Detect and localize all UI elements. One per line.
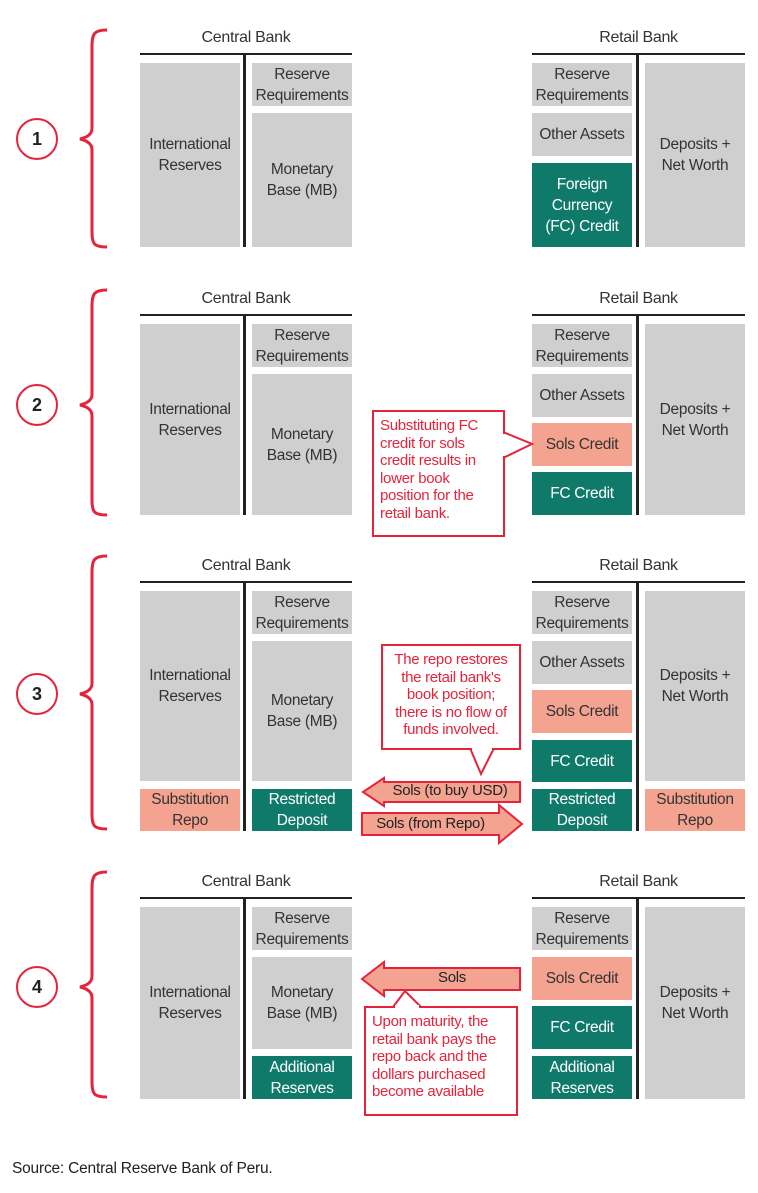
bracket-2 [79,288,108,517]
cb-reserve-requirements: Reserve Requirements [252,591,352,634]
other-assets: Other Assets [532,641,632,684]
other-assets: Other Assets [532,374,632,417]
central-bank-rule [140,53,352,55]
central-bank-rule [140,581,352,583]
bracket-4 [79,870,108,1099]
retail-bank-divider [636,581,639,831]
retail-bank-header: Retail Bank [599,557,678,574]
step-number-2: 2 [16,384,58,426]
central-bank-divider [243,897,246,1099]
restricted-deposit: Restricted Deposit [532,789,632,831]
monetary-base: Monetary Base (MB) [252,374,352,515]
additional-reserves: Additional Reserves [252,1056,352,1099]
deposits-net-worth: Deposits + Net Worth [645,591,745,781]
substitution-repo: Substitution Repo [140,789,240,831]
callout-note: Upon maturity, the retail bank pays the … [364,1006,518,1116]
bracket-1 [79,28,108,249]
rb-reserve-requirements: Reserve Requirements [532,591,632,634]
central-bank-divider [243,581,246,831]
other-assets: Other Assets [532,113,632,156]
step-number-3: 3 [16,673,58,715]
retail-bank-header: Retail Bank [599,873,678,890]
central-bank-header: Central Bank [201,873,291,890]
international-reserves: International Reserves [140,63,240,247]
monetary-base: Monetary Base (MB) [252,641,352,781]
panel-1: 1 Central Bank International Reserves Re… [0,0,758,270]
arrow-sols-to-buy-usd [361,776,521,808]
retail-bank-divider [636,314,639,515]
note-pointer-mask [472,747,492,751]
retail-bank-divider [636,53,639,247]
fc-credit: FC Credit [532,740,632,782]
international-reserves: International Reserves [140,324,240,515]
note-pointer [502,431,535,459]
central-bank-rule [140,897,352,899]
central-bank-divider [243,314,246,515]
panel-2: 2 Central Bank International Reserves Re… [0,262,758,537]
additional-reserves: Additional Reserves [532,1056,632,1099]
step-number-1: 1 [16,118,58,160]
international-reserves: International Reserves [140,591,240,781]
fc-credit: FC Credit [532,1006,632,1049]
arrow-right-label: Sols (from Repo) [376,815,485,832]
callout-note: Substituting FC credit for sols credit r… [372,410,505,537]
arrow-left-label: Sols [438,969,466,986]
cb-reserve-requirements: Reserve Requirements [252,907,352,950]
flow-arrows [361,747,524,846]
deposits-net-worth: Deposits + Net Worth [645,907,745,1099]
cb-reserve-requirements: Reserve Requirements [252,63,352,106]
rb-reserve-requirements: Reserve Requirements [532,324,632,367]
deposits-net-worth: Deposits + Net Worth [645,63,745,247]
international-reserves: International Reserves [140,907,240,1099]
sols-credit: Sols Credit [532,957,632,1000]
arrow-sols-from-repo [361,802,524,846]
source-note: Source: Central Reserve Bank of Peru. [12,1160,273,1177]
monetary-base: Monetary Base (MB) [252,113,352,247]
retail-bank-header: Retail Bank [599,290,678,307]
callout-note: The repo restores the retail bank's book… [381,644,521,750]
sols-credit: Sols Credit [532,690,632,733]
restricted-deposit: Restricted Deposit [252,789,352,831]
central-bank-header: Central Bank [201,290,291,307]
central-bank-rule [140,314,352,316]
note-pointer-mask [395,1005,419,1009]
arrow-sols [360,959,521,999]
rb-reserve-requirements: Reserve Requirements [532,63,632,106]
flow-arrows [360,959,521,1008]
step-number-4: 4 [16,966,58,1008]
monetary-base: Monetary Base (MB) [252,957,352,1049]
note-pointer-mask [502,434,505,456]
rb-reserve-requirements: Reserve Requirements [532,907,632,950]
central-bank-divider [243,53,246,247]
cb-reserve-requirements: Reserve Requirements [252,324,352,367]
central-bank-header: Central Bank [201,557,291,574]
central-bank-header: Central Bank [201,29,291,46]
deposits-net-worth: Deposits + Net Worth [645,324,745,515]
panel-4: 4 Central Bank International Reserves Re… [0,844,758,1116]
bracket-3 [79,554,108,831]
sols-credit: Sols Credit [532,423,632,466]
fc-credit: Foreign Currency (FC) Credit [532,163,632,247]
fc-credit: FC Credit [532,472,632,515]
panel-3: 3 Central Bank International Reserves Su… [0,528,758,846]
retail-bank-header: Retail Bank [599,29,678,46]
substitution-repo: Substitution Repo [645,789,745,831]
retail-bank-divider [636,897,639,1099]
arrow-left-label: Sols (to buy USD) [392,782,508,799]
